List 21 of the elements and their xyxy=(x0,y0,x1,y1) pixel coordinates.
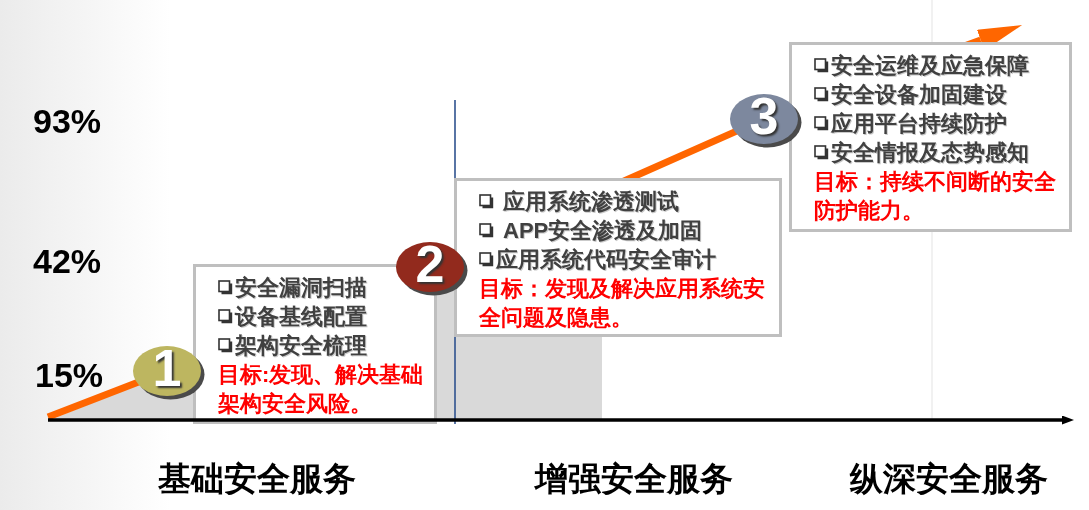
stage-label: 基础安全服务 xyxy=(158,461,356,497)
percent-label: 15% xyxy=(35,358,104,392)
list-item: 设备基线配置 xyxy=(235,303,367,331)
goal-text: 目标：持续不间断的安全防护能力。 xyxy=(814,168,1057,225)
list-item: 安全情报及态势感知 xyxy=(831,139,1029,167)
list-item: 安全运维及应急保障 xyxy=(831,52,1029,80)
info-box xyxy=(454,178,782,337)
list-item: 安全设备加固建设 xyxy=(831,81,1007,109)
info-box xyxy=(789,42,1072,232)
percent-label: 93% xyxy=(33,104,102,138)
list-item: 架构安全梳理 xyxy=(235,332,367,360)
stage-label: 增强安全服务 xyxy=(535,461,733,497)
list-item: 应用系统代码安全审计 xyxy=(496,246,716,274)
list-item: APP安全渗透及加固 xyxy=(503,217,703,245)
goal-text: 目标:发现、解决基础架构安全风险。 xyxy=(218,361,425,418)
list-item: 应用系统渗透测试 xyxy=(503,188,679,216)
stage-label: 纵深安全服务 xyxy=(850,461,1048,497)
goal-text: 目标：发现及解决应用系统安全问题及隐患。 xyxy=(479,275,766,332)
list-item: 安全漏洞扫描 xyxy=(235,274,367,302)
list-item: 应用平台持续防护 xyxy=(831,110,1007,138)
percent-label: 42% xyxy=(33,244,102,278)
